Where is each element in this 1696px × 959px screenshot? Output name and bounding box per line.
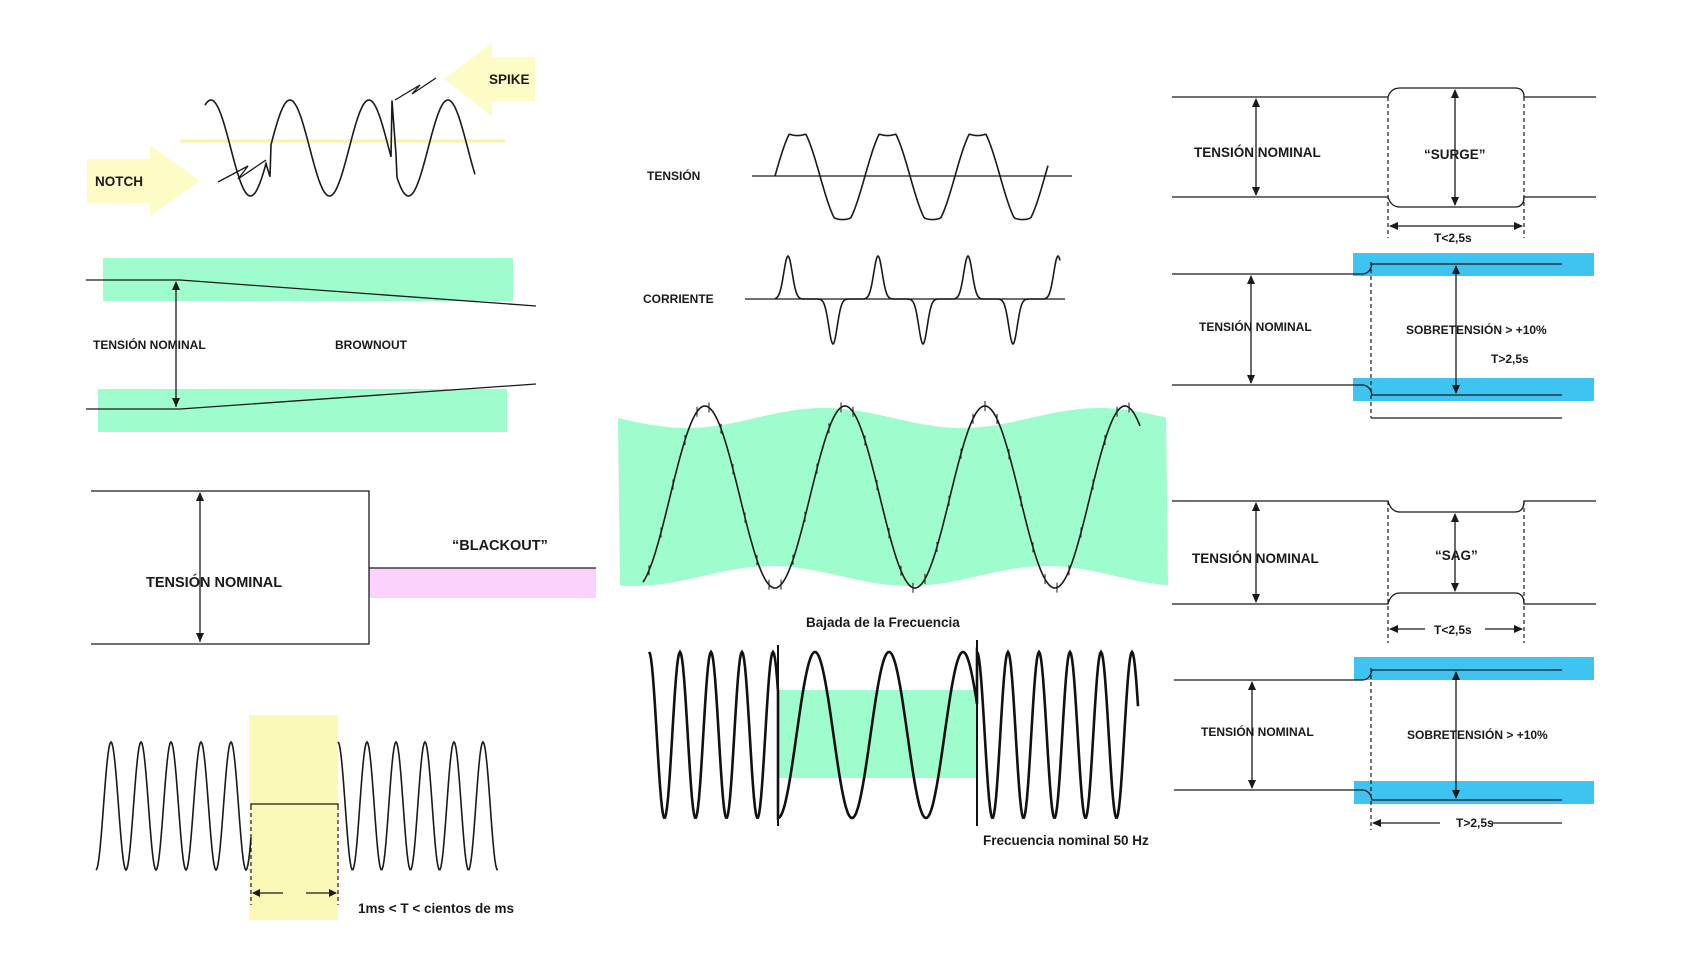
sag-time-label: T<2,5s bbox=[1434, 623, 1472, 637]
arrow-head-down bbox=[1252, 594, 1260, 603]
frequency-nominal-panel: Frecuencia nominal 50 Hz bbox=[647, 640, 1149, 848]
arrow-head-down bbox=[1252, 187, 1260, 196]
arrow-head-up bbox=[172, 281, 180, 290]
blackout-tension-label: TENSIÓN NOMINAL bbox=[146, 573, 282, 591]
arrow-head-down bbox=[1247, 375, 1255, 384]
frequency-green-rect bbox=[779, 690, 976, 778]
arrow-head-right bbox=[329, 889, 337, 897]
arrow-head-down bbox=[1451, 197, 1459, 206]
sag-upper-line bbox=[1172, 500, 1596, 513]
arrow-head-right bbox=[1514, 222, 1523, 230]
arrow-head-left bbox=[1389, 222, 1398, 230]
sag-label: “SAG” bbox=[1435, 548, 1478, 563]
interruption-waveform-left bbox=[95, 740, 252, 872]
corriente-waveform bbox=[774, 254, 1061, 346]
sag-lower-line bbox=[1172, 592, 1596, 605]
arrow-head-down bbox=[1452, 385, 1460, 394]
upper-cyan-band bbox=[1354, 657, 1594, 680]
overvoltage-panel-2: TENSIÓN NOMINAL SOBRETENSIÓN > +10% T>2,… bbox=[1174, 657, 1594, 830]
arrow-head-down bbox=[1451, 583, 1459, 592]
brownout-lower-line bbox=[86, 383, 537, 410]
arrow-head-left bbox=[1389, 625, 1398, 633]
over2-time-label: T>2,5s bbox=[1456, 816, 1494, 830]
lower-green-band bbox=[98, 389, 507, 432]
over1-lower-line bbox=[1172, 384, 1562, 396]
bajada-frecuencia-label: Bajada de la Frecuencia bbox=[806, 615, 960, 630]
arrow-head-down bbox=[1248, 780, 1256, 789]
interruption-flat-line bbox=[250, 803, 339, 806]
brownout-upper-line bbox=[86, 279, 537, 307]
brownout-panel: TENSIÓN NOMINAL BROWNOUT bbox=[86, 258, 537, 432]
arrow-head-up bbox=[1451, 89, 1459, 98]
arrow-head-up bbox=[1252, 98, 1260, 107]
arrow-head-up bbox=[1248, 681, 1256, 690]
arrow-head-down bbox=[196, 633, 204, 642]
blackout-label: “BLACKOUT” bbox=[452, 538, 548, 554]
arrow-head-up bbox=[1252, 502, 1260, 511]
arrow-head-up bbox=[1451, 513, 1459, 522]
surge-panel: TENSIÓN NOMINAL “SURGE” T<2,5s bbox=[1172, 87, 1596, 245]
interruption-panel: 1ms < T < cientos de ms bbox=[95, 715, 514, 920]
overvoltage-panel-1: TENSIÓN NOMINAL SOBRETENSIÓN > +10% T>2,… bbox=[1172, 253, 1594, 419]
surge-label: “SURGE” bbox=[1424, 147, 1486, 162]
notch-spike-panel: NOTCH SPIKE bbox=[87, 43, 535, 216]
sag-tension-label: TENSIÓN NOMINAL bbox=[1192, 551, 1319, 566]
notch-pointer bbox=[217, 159, 267, 183]
arrow-head-down bbox=[172, 398, 180, 407]
surge-lower-line bbox=[1172, 196, 1596, 208]
harmonics-panel: TENSIÓN CORRIENTE bbox=[643, 133, 1072, 346]
over1-tension-label: TENSIÓN NOMINAL bbox=[1199, 319, 1312, 334]
interruption-waveform-right bbox=[337, 740, 498, 871]
tension-label: TENSIÓN bbox=[647, 168, 700, 183]
waveform-ticks bbox=[648, 401, 1130, 593]
arrow-head-left bbox=[1372, 819, 1381, 827]
over1-label: SOBRETENSIÓN > +10% bbox=[1406, 322, 1547, 337]
lower-cyan-band bbox=[1354, 781, 1594, 804]
blackout-pink-band bbox=[369, 568, 596, 598]
notch-label: NOTCH bbox=[95, 174, 143, 189]
arrow-head-up bbox=[1452, 671, 1460, 680]
over1-time-label: T>2,5s bbox=[1491, 352, 1529, 366]
notch-arrow bbox=[87, 145, 200, 216]
blackout-panel: TENSIÓN NOMINAL “BLACKOUT” bbox=[91, 490, 596, 645]
frequency-nominal-waveform bbox=[647, 647, 1140, 820]
over2-tension-label: TENSIÓN NOMINAL bbox=[1201, 724, 1314, 739]
sag-panel: TENSIÓN NOMINAL “SAG” T<2,5s bbox=[1172, 500, 1596, 643]
blackout-box bbox=[91, 490, 370, 645]
corriente-label: CORRIENTE bbox=[643, 292, 714, 306]
tension-waveform bbox=[774, 133, 1049, 221]
brownout-label: BROWNOUT bbox=[335, 338, 408, 352]
arrow-head-left bbox=[252, 889, 260, 897]
surge-tension-label: TENSIÓN NOMINAL bbox=[1194, 145, 1321, 160]
arrow-head-up bbox=[1247, 275, 1255, 284]
over1-upper-line bbox=[1172, 263, 1562, 275]
over2-label: SOBRETENSIÓN > +10% bbox=[1407, 727, 1548, 742]
surge-upper-line bbox=[1172, 87, 1596, 98]
frequency-drop-panel: Bajada de la Frecuencia bbox=[618, 401, 1168, 630]
surge-time-label: T<2,5s bbox=[1434, 231, 1472, 245]
arrow-head-up bbox=[196, 492, 204, 501]
over2-upper-line bbox=[1174, 669, 1562, 681]
spike-pointer bbox=[394, 77, 437, 101]
lower-cyan-band bbox=[1353, 378, 1594, 401]
interruption-time-label: 1ms < T < cientos de ms bbox=[358, 901, 514, 916]
spike-arrow bbox=[444, 43, 535, 116]
arrow-head-down bbox=[1452, 790, 1460, 799]
brownout-tension-label: TENSIÓN NOMINAL bbox=[93, 337, 206, 352]
notch-spike-waveform bbox=[204, 99, 476, 197]
arrow-head-up bbox=[1452, 265, 1460, 274]
over2-lower-line bbox=[1174, 789, 1562, 801]
spike-label: SPIKE bbox=[489, 72, 530, 87]
interruption-yellow-band bbox=[249, 715, 338, 920]
frequency-green-band bbox=[618, 408, 1168, 586]
arrow-head-right bbox=[1514, 625, 1523, 633]
frecuencia-nominal-label: Frecuencia nominal 50 Hz bbox=[983, 833, 1149, 848]
